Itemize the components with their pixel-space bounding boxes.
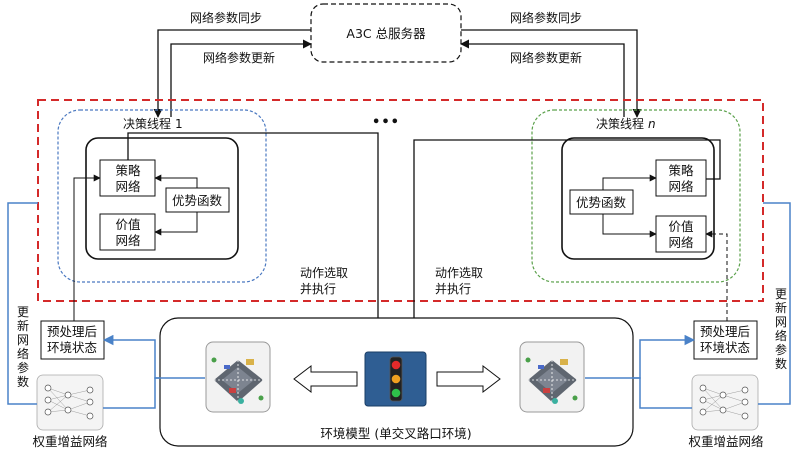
- weight-gain-network-left: [36, 374, 104, 431]
- action-line-right: [409, 139, 721, 352]
- preprocess-box-right: [693, 320, 758, 360]
- intersection-scene-left: [205, 341, 271, 413]
- value-network-1-line1: 价值: [115, 217, 140, 232]
- ellipsis-dots: •••: [372, 115, 400, 130]
- update-label-left: 网络参数更新: [203, 50, 275, 65]
- svg-text:新: 新: [17, 318, 29, 333]
- svg-text:络: 络: [17, 346, 29, 361]
- adv-to-policy-1: [154, 174, 198, 188]
- preprocess-box-left: [40, 320, 105, 360]
- update-params-line-right: [758, 202, 791, 405]
- preprocess-left-line1: 预处理后: [47, 324, 97, 339]
- preprocess-right-line2: 环境状态: [700, 340, 750, 355]
- value-network-n-line1: 价值: [668, 219, 693, 234]
- svg-text:更: 更: [775, 287, 787, 301]
- weightnet-to-env-left: [103, 377, 205, 409]
- worker-threads-group: [37, 99, 764, 302]
- weightnet-to-env-right: [585, 377, 692, 409]
- thread-1-box: [57, 109, 267, 283]
- policy-network-n-line2: 网络: [668, 179, 694, 194]
- hollow-arrow-left: [293, 364, 358, 394]
- hollow-arrow-right: [436, 364, 501, 394]
- value-network-n: [655, 215, 707, 253]
- svg-text:网: 网: [775, 315, 787, 329]
- weight-gain-label-left: 权重增益网络: [32, 434, 108, 449]
- svg-text:网: 网: [17, 333, 29, 347]
- policy-network-n-line1: 策略: [668, 163, 694, 178]
- preprocess-right-line1: 预处理后: [700, 324, 750, 339]
- thread-n-box: [531, 109, 741, 283]
- svg-text:数: 数: [775, 356, 787, 371]
- update-arrow-right: [460, 39, 625, 117]
- update-params-line-left: [7, 202, 38, 405]
- svg-text:参: 参: [775, 342, 787, 357]
- sync-label-right: 网络参数同步: [510, 10, 582, 25]
- advantage-function-n: [569, 189, 634, 215]
- sync-label-left: 网络参数同步: [190, 10, 262, 25]
- svg-text:络: 络: [775, 328, 787, 343]
- weight-gain-label-right: 权重增益网络: [688, 434, 764, 449]
- adv-to-value-n: [602, 214, 657, 238]
- policy-network-1-line1: 策略: [115, 163, 141, 178]
- update-arrow-left: [170, 39, 312, 117]
- action-label-right-2: 并执行: [435, 282, 471, 296]
- weight-gain-network-right: [691, 374, 759, 431]
- value-network-n-line2: 网络: [668, 235, 694, 250]
- value-network-1: [99, 213, 156, 251]
- update-params-label-left: 更 新 网 络 参 数: [17, 305, 29, 389]
- svg-text:新: 新: [775, 300, 787, 315]
- environment-label: 环境模型 (单交叉路口环境): [320, 426, 471, 441]
- advantage-function-1-label: 优势函数: [172, 193, 223, 208]
- preprocess-to-value-right: [705, 230, 728, 321]
- action-label-left-1: 动作选取: [300, 266, 348, 280]
- svg-text:更: 更: [17, 305, 29, 319]
- action-label-left-2: 并执行: [300, 282, 336, 296]
- advantage-function-n-label: 优势函数: [576, 195, 627, 210]
- preprocess-left-line2: 环境状态: [47, 340, 97, 355]
- traffic-light-icon: [364, 351, 427, 407]
- value-network-1-line2: 网络: [115, 233, 141, 248]
- env-to-preprocess-right: [633, 334, 696, 379]
- env-to-preprocess-left: [102, 334, 160, 379]
- preprocess-to-policy-left: [73, 174, 101, 321]
- adv-to-value-1: [154, 212, 198, 236]
- intersection-scene-right: [519, 341, 585, 413]
- sync-arrow-right: [461, 29, 642, 118]
- update-params-label-right: 更 新 网 络 参 数: [775, 287, 787, 371]
- update-label-right: 网络参数更新: [510, 50, 582, 65]
- a3c-server-label: A3C 总服务器: [346, 26, 426, 41]
- action-label-right-1: 动作选取: [435, 266, 483, 280]
- svg-text:数: 数: [17, 374, 29, 389]
- policy-network-n: [655, 159, 707, 197]
- action-line-left: [127, 132, 383, 352]
- adv-to-policy-n: [602, 174, 657, 190]
- sync-arrow-left: [153, 29, 311, 118]
- a3c-server-box: [310, 3, 462, 63]
- policy-network-1-line2: 网络: [115, 179, 141, 194]
- svg-text:参: 参: [17, 360, 29, 375]
